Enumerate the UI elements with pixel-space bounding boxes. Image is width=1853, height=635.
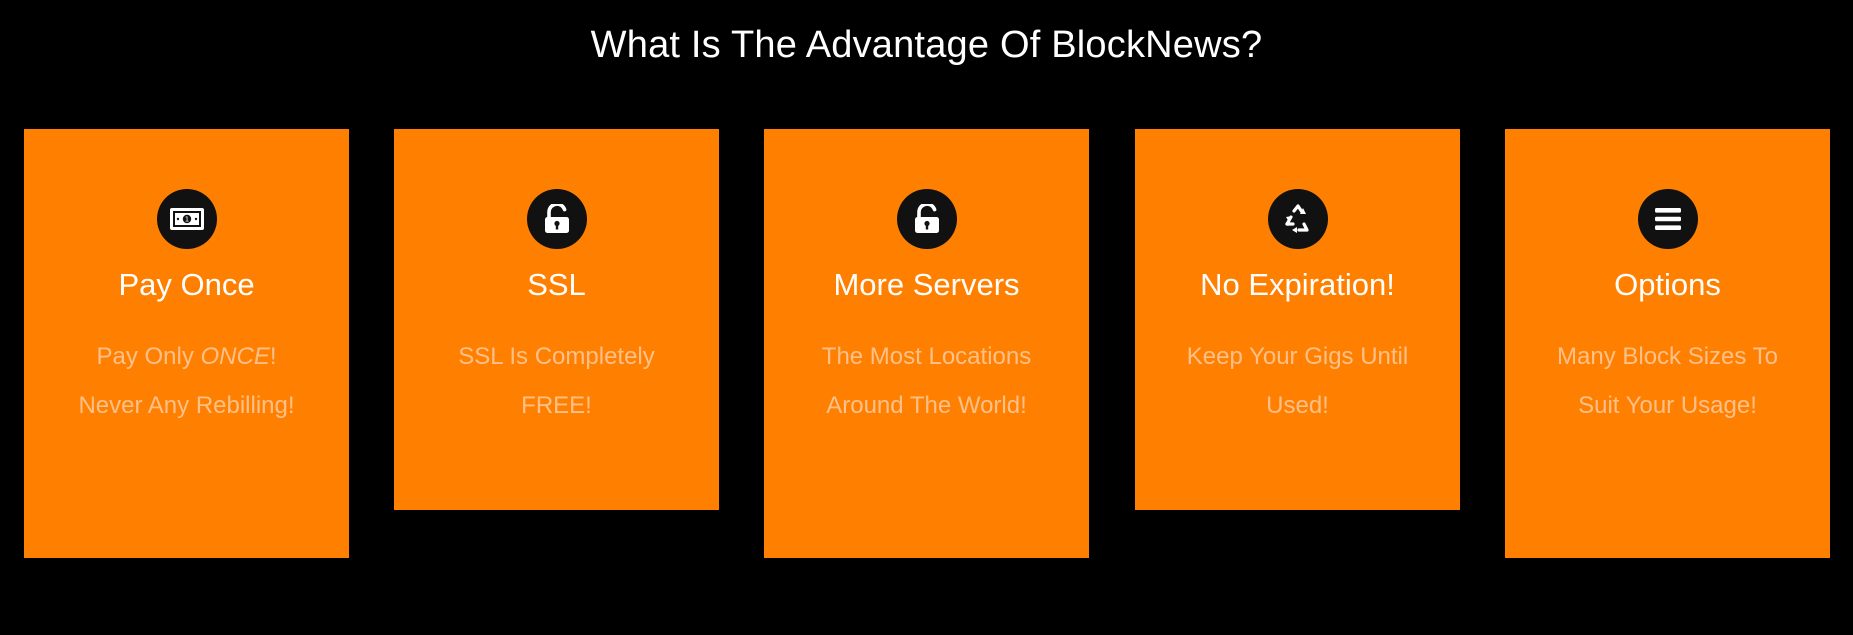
unlock-icon xyxy=(526,189,587,249)
feature-title: Pay Once xyxy=(118,267,255,302)
feature-card-no-expiration: No Expiration! Keep Your Gigs Until Used… xyxy=(1135,129,1460,510)
feature-description: Pay Only ONCE! Never Any Rebilling! xyxy=(78,343,295,419)
feature-card-more-servers: More Servers The Most Locations Around T… xyxy=(764,129,1089,558)
feature-description: Many Block Sizes To Suit Your Usage! xyxy=(1557,343,1778,419)
bars-icon xyxy=(1637,189,1698,249)
section-heading: What Is The Advantage Of BlockNews? xyxy=(590,24,1263,66)
feature-description: The Most Locations Around The World! xyxy=(821,343,1032,419)
feature-card-options: Options Many Block Sizes To Suit Your Us… xyxy=(1505,129,1830,558)
feature-title: Options xyxy=(1614,267,1721,302)
feature-title: No Expiration! xyxy=(1200,267,1395,302)
feature-title: SSL xyxy=(527,267,586,302)
feature-description: Keep Your Gigs Until Used! xyxy=(1186,343,1409,419)
recycle-icon xyxy=(1267,189,1328,249)
feature-card-pay-once: 1 Pay Once Pay Only ONCE! Never Any Rebi… xyxy=(24,129,349,558)
feature-card-ssl: SSL SSL Is Completely FREE! xyxy=(394,129,719,510)
feature-description: SSL Is Completely FREE! xyxy=(458,343,655,419)
money-bill-icon: 1 xyxy=(156,189,217,249)
svg-text:1: 1 xyxy=(184,216,188,224)
unlock-icon xyxy=(896,189,957,249)
feature-title: More Servers xyxy=(833,267,1020,302)
